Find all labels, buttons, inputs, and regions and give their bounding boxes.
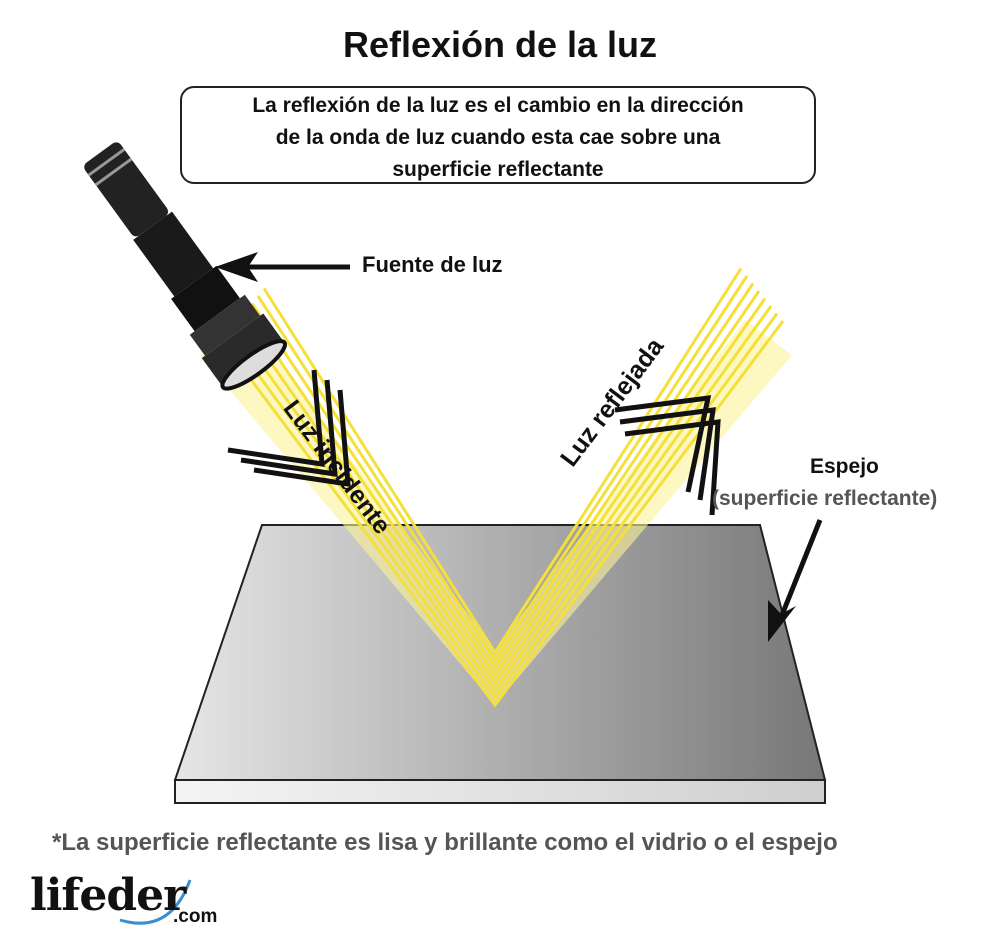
beam-ray xyxy=(226,312,779,701)
definition-line: La reflexión de la luz es el cambio en l… xyxy=(252,94,744,117)
logo-suffix: .com xyxy=(173,906,218,927)
mirror-sublabel: (superficie reflectante) xyxy=(712,487,938,510)
footnote: *La superficie reflectante es lisa y bri… xyxy=(52,829,838,856)
mirror-arrow xyxy=(768,519,823,642)
source-arrow xyxy=(215,252,350,282)
logo: lifeder xyxy=(30,870,186,921)
light-source-label: Fuente de luz xyxy=(362,252,503,277)
incident-direction-chevrons xyxy=(227,369,351,487)
page-title: Reflexión de la luz xyxy=(342,24,658,65)
logo-swoosh xyxy=(119,879,192,925)
mirror-label: Espejo xyxy=(810,455,879,478)
definition-box: La reflexión de la luz es el cambio en l… xyxy=(180,86,816,184)
definition-line: superficie reflectante xyxy=(392,158,604,181)
reflected-direction-chevrons xyxy=(614,395,721,516)
flashlight-icon xyxy=(84,142,288,391)
definition-line: de la onda de luz cuando esta cae sobre … xyxy=(275,126,721,149)
